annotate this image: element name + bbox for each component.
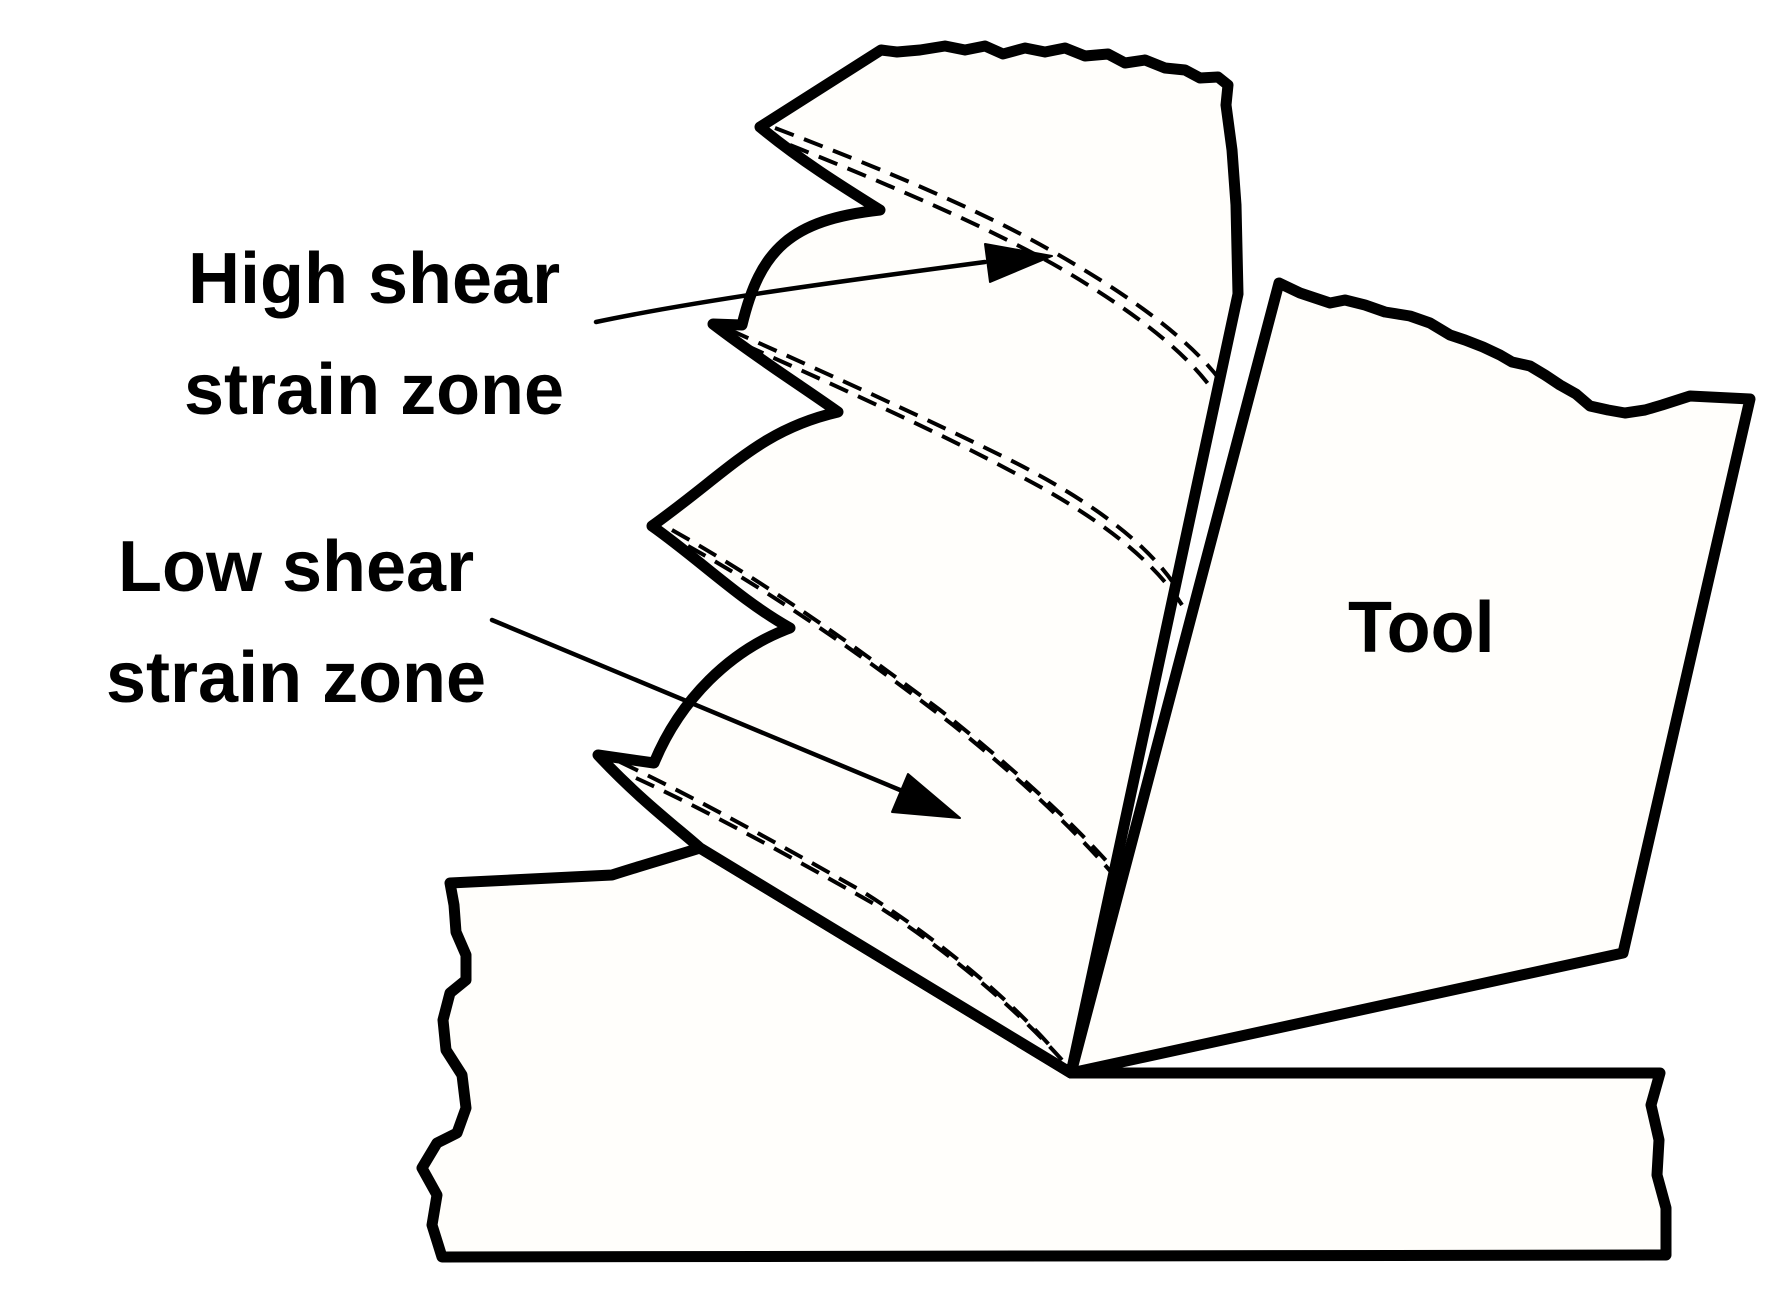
- low-shear-label-line2: strain zone: [106, 638, 486, 718]
- shear-band-3b: [687, 544, 1120, 882]
- segmented-chip: [592, 40, 1244, 1079]
- low-shear-arrowhead: [891, 773, 961, 819]
- shear-band-4b: [635, 776, 1064, 1062]
- shear-band-3a: [671, 528, 1112, 867]
- high-shear-label-line2: strain zone: [184, 350, 564, 430]
- low-shear-label-line1: Low shear: [118, 527, 474, 607]
- leader-arrows: [489, 243, 1053, 819]
- shear-band-2b: [744, 343, 1184, 607]
- shear-bands: [619, 126, 1222, 1062]
- high-shear-arrowhead: [984, 243, 1053, 283]
- workpiece: [416, 842, 1672, 1263]
- shear-band-1b: [789, 143, 1218, 397]
- high-shear-leader: [593, 259, 988, 325]
- shear-band-1a: [774, 126, 1222, 382]
- shear-band-2a: [729, 328, 1180, 592]
- shear-band-4a: [619, 760, 1054, 1050]
- cutting-tool: [1065, 277, 1756, 1079]
- low-shear-leader: [489, 617, 903, 793]
- high-shear-label-line1: High shear: [188, 239, 560, 319]
- tool-label: Tool: [1348, 588, 1495, 668]
